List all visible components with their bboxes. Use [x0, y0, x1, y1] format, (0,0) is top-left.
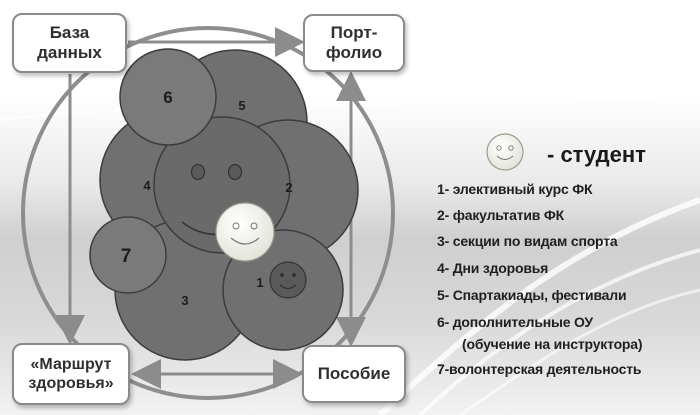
legend-item: 6- дополнительные ОУ [437, 314, 593, 330]
legend-student-label: - студент [547, 142, 646, 167]
guide-box: Пособие [302, 345, 406, 403]
legend-item: 7-волонтерская деятельность [437, 361, 642, 377]
health-route-box: «Маршрут здоровья» [12, 343, 130, 405]
legend-item: 4- Дни здоровья [437, 260, 549, 276]
legend-item: 3- секции по видам спорта [437, 233, 618, 249]
database-box: База данных [12, 13, 127, 73]
face-right-eye [227, 163, 243, 181]
portfolio-box: Порт- фолио [303, 14, 405, 72]
legend-item: 2- факультатив ФК [437, 207, 564, 223]
legend-item: (обучение на инструктора) [462, 336, 643, 352]
health-route-label: «Маршрут здоровья» [28, 355, 114, 392]
portfolio-label: Порт- фолио [325, 22, 383, 62]
circle-number: 5 [238, 98, 245, 113]
legend-smiley-icon [486, 133, 524, 171]
outer-circle [21, 26, 395, 400]
face-left-eye [190, 163, 206, 181]
legend-item: 5- Спартакиады, фестивали [437, 287, 627, 303]
database-label: База данных [37, 22, 102, 62]
circle-number: 6 [163, 88, 172, 107]
circle-number: 3 [181, 293, 188, 308]
circle-number: 1 [256, 275, 263, 290]
small-smiley-icon [269, 261, 307, 299]
circle-number: 7 [121, 246, 132, 267]
guide-label: Пособие [317, 363, 391, 383]
circle-number: 2 [285, 180, 292, 195]
student-smiley-icon [215, 202, 275, 262]
circle-7 [89, 216, 167, 294]
circle-6 [119, 48, 217, 146]
legend-item: 1- элективный курс ФК [437, 181, 593, 197]
circle-number: 4 [143, 178, 151, 193]
